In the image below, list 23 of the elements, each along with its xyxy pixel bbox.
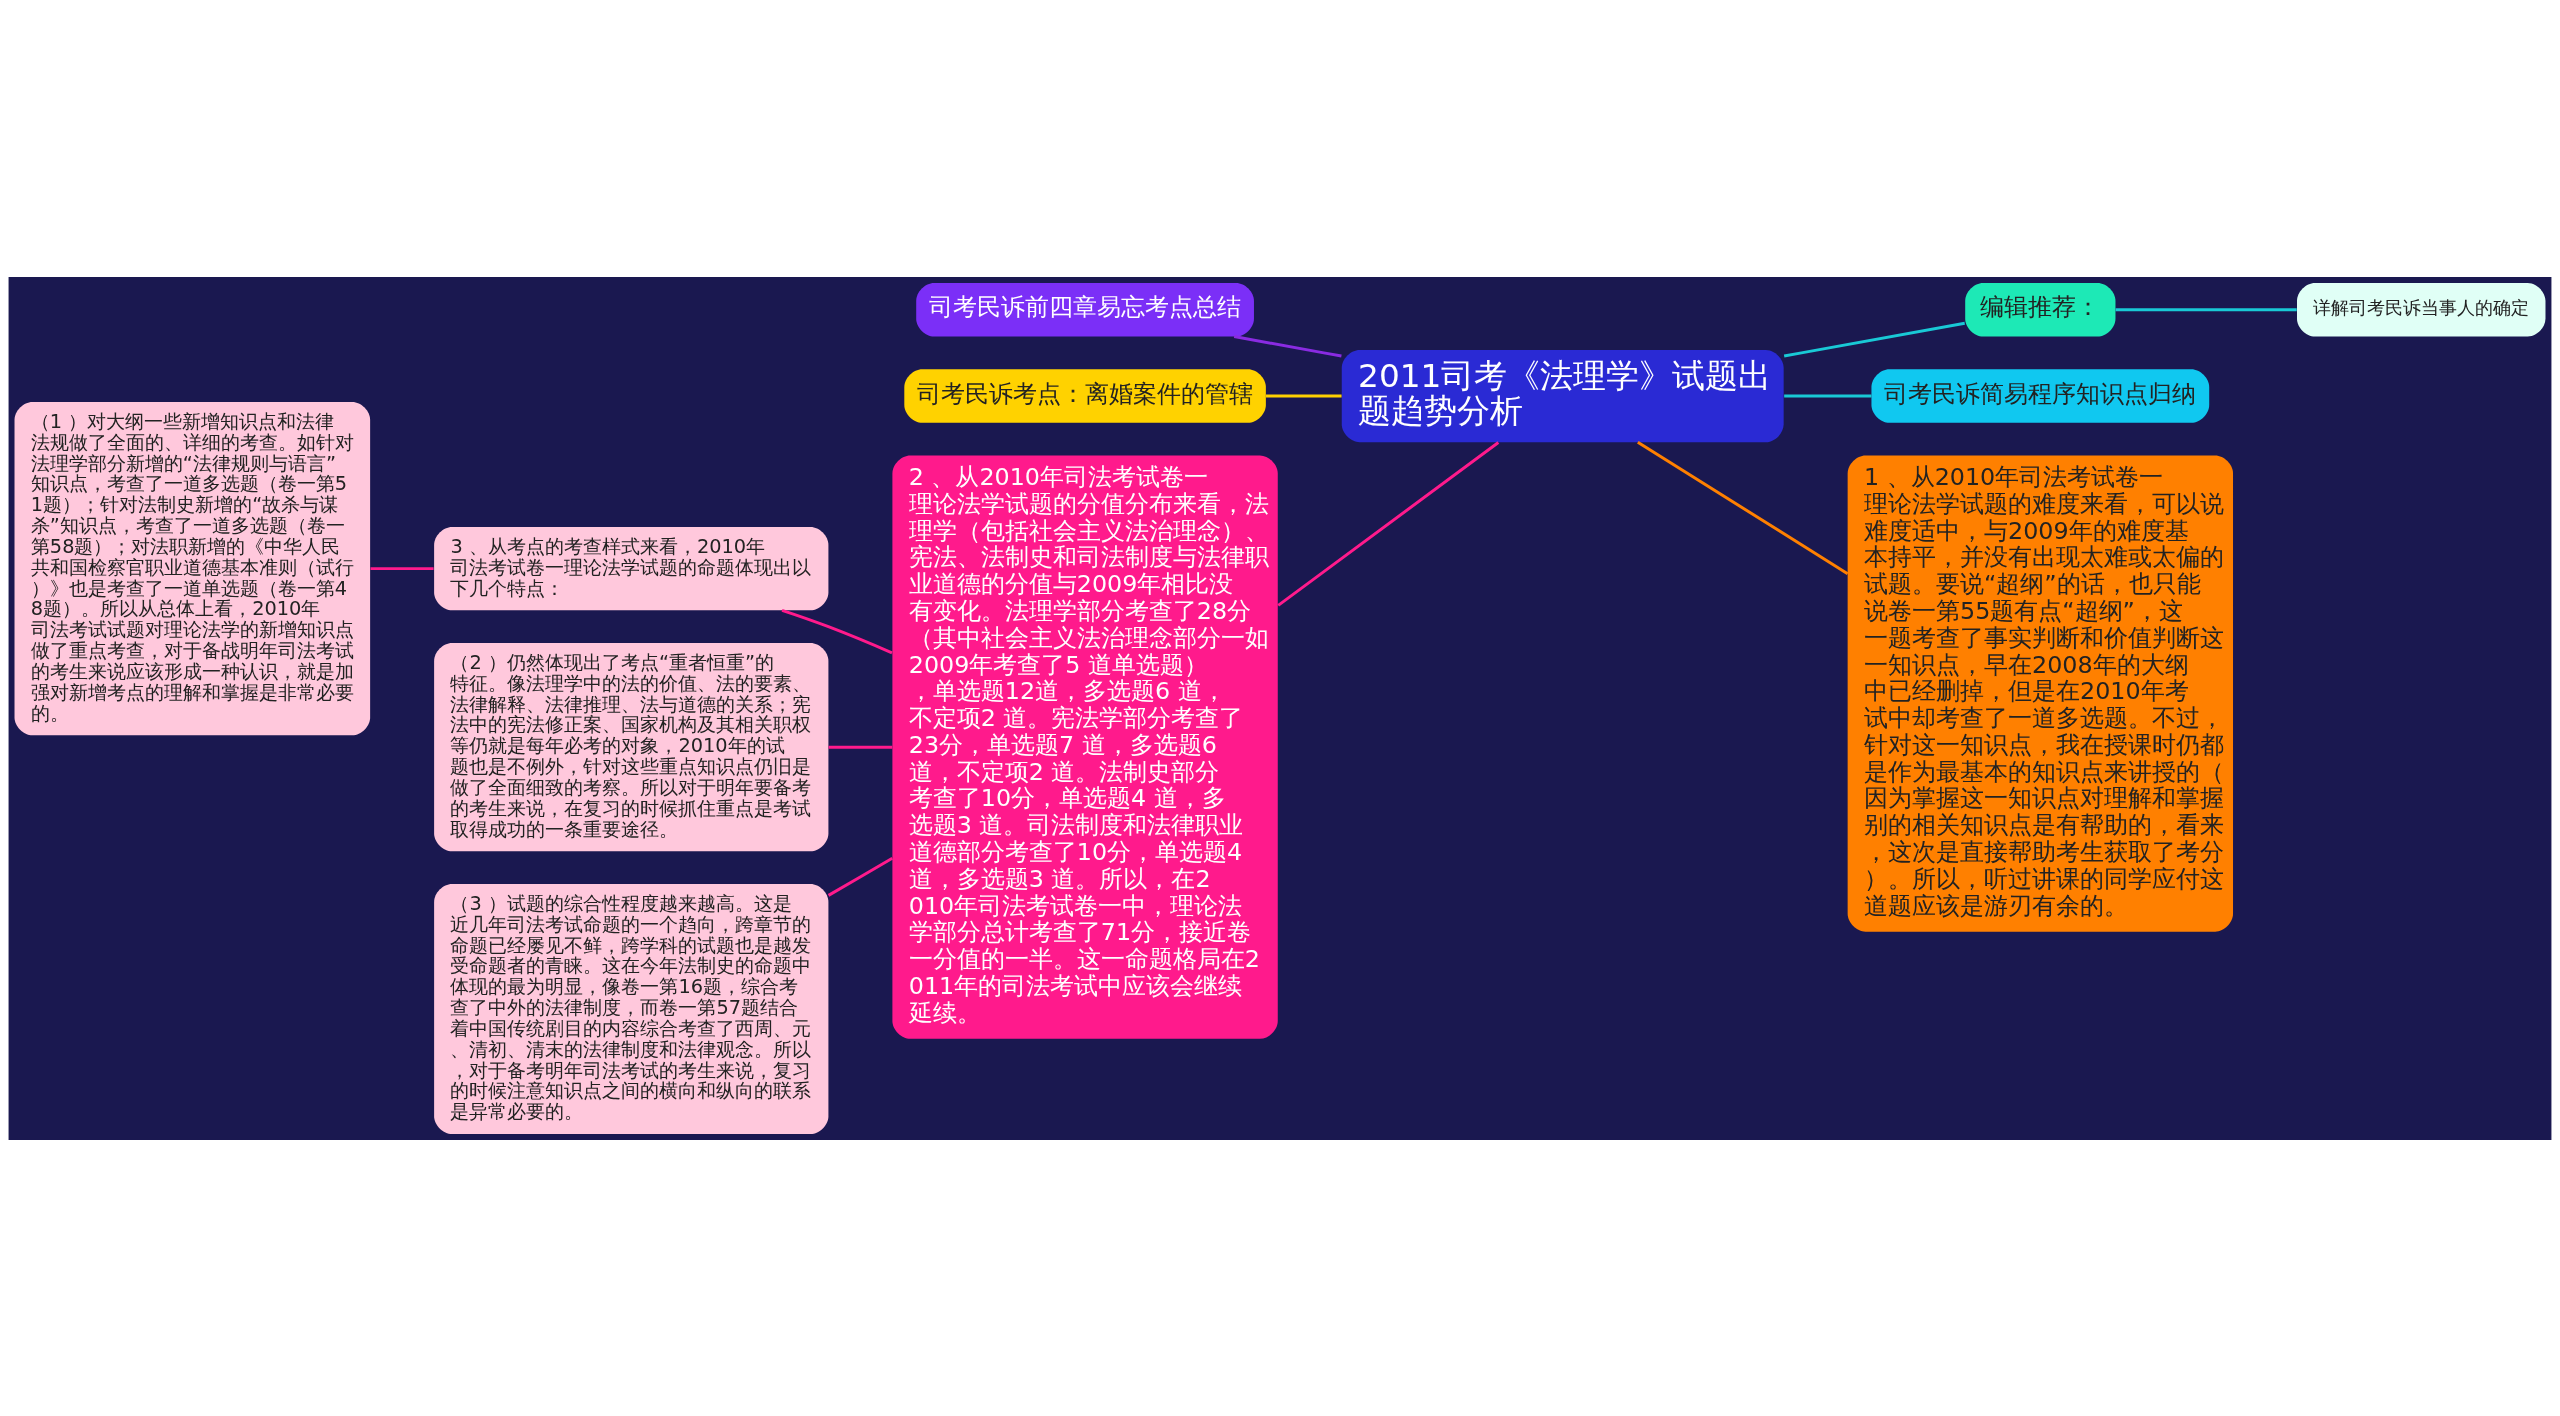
node-box: 3 、从考点的考查样式来看，2010年司法考试卷一理论法学试题的命题体现出以下几个特点：: [434, 526, 829, 610]
connector: [2115, 307, 2297, 311]
node-box: 司考民诉考点：离婚案件的管辖: [904, 368, 1266, 423]
node-box: （1 ）对大纲一些新增知识点和法律法规做了全面的、详细的考查。如针对法理学部分新增的“法律规则与语言”知识点，考查了一道多选题（卷一第51题）；针对法制史新增的“故杀与谋杀”知识点，考查了一道多选题（卷一第58题）；对法职新增的《中华人民共和国检察官职业道德基本准则（试行）》也是考查了一道单选题（卷一第48题）。所以从总体上看，2010年司法考试试题对理论法学的新增知识点做了重点考查，对于备战明年司法考试的考生来说应该形成一种认识，就是加强对新增考点的理解和掌握是非常必要的。: [14, 401, 371, 735]
node-box: 2 、从2010年司法考试卷一理论法学试题的分值分布来看，法理学（包括社会主义法治理念）、宪法、法制史和司法制度与法律职业道德的分值与2009年相比没有变化。法理学部分考查了28分（其中社会主义法治理念部分一如2009年考查了5 道单选题），单选题12道，多选题6 道，不定项2 道。宪法学部分考查了23分，单选题7 道，多选题6 道，不定项2 道。法制史部分考查了10分，单选题4 道，多选题3 道。司法制度和法律职业道德部分考查了10分，单选题4 道，多选题3 道。所以，在2010年司法考试卷一中，理论法学部分总计考查了71分，接近卷一分值的一半。这一命题格局在2011年的司法考试中应该会继续延续。: [892, 455, 1278, 1039]
node-box: 2011司考《法理学》试题出题趋势分析: [1341, 349, 1784, 442]
connector: [1784, 394, 1872, 397]
node-box: 详解司考民诉当事人的确定: [2297, 282, 2546, 336]
connector: [1783, 321, 1965, 357]
connector: [1266, 394, 1342, 397]
node-box: （2 ）仍然体现出了考点“重者恒重”的特征。像法理学中的法的价值、法的要素、法律解释、法律推理、法与道德的关系；宪法中的宪法修正案、国家机构及其相关职权等仍就是每年必考的对象，2010年的试题也是不例外，针对这些重点知识点仍旧是做了全面细致的考察。所以对于明年要备考的考生来说，在复习的时候抓住重点是考试取得成功的一条重要途径。: [434, 642, 829, 851]
node-box: （3 ）试题的综合性程度越来越高。这是近几年司法考试命题的一个趋向，跨章节的命题已经屡见不鲜，跨学科的试题也是越发受命题者的青睐。这在今年法制史的命题中体现的最为明显，像卷一第16题，综合考查了中外的法律制度，而卷一第57题结合着中国传统剧目的内容综合考查了西周、元、清初、清末的法律制度和法律观念。所以，对于备考明年司法考试的考生来说，复习的时候注意知识点之间的横向和纵向的联系是异常必要的。: [434, 883, 829, 1134]
connector: [370, 566, 434, 570]
node-box: 1 、从2010年司法考试卷一理论法学试题的难度来看，可以说难度适中，与2009年的难度基本持平，并没有出现太难或太偏的试题。要说“超纲”的话，也只能说卷一第55题有点“超纲”，这一题考查了事实判断和价值判断这一知识点，早在2008年的大纲中已经删掉，但是在2010年考试中却考查了一道多选题。不过，针对这一知识点，我在授课时仍都是作为最基本的知识点来讲授的（因为掌握这一知识点对理解和掌握别的相关知识点是有帮助的，看来，这次是直接帮助考生获取了考分）。所以，听过讲课的同学应付这道题应该是游刃有余的。: [1847, 455, 2233, 932]
connector: [781, 608, 893, 654]
connector: [1233, 334, 1342, 358]
node-box: 司考民诉简易程序知识点归纳: [1871, 368, 2210, 423]
node-box: 司考民诉前四章易忘考点总结: [916, 282, 1254, 336]
connector: [827, 856, 893, 897]
connector: [1277, 440, 1500, 607]
connector: [828, 745, 893, 749]
connector: [1637, 440, 1849, 575]
node-box: 编辑推荐：: [1965, 282, 2116, 336]
